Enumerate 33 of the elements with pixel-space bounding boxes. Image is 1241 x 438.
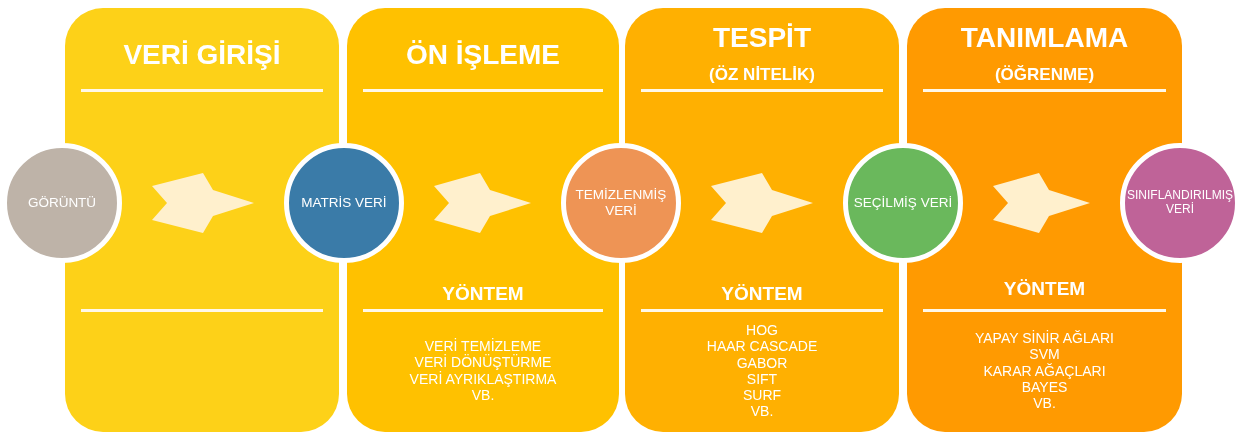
- list-item: VB.: [750, 403, 774, 420]
- chevron-arrow: [711, 173, 813, 233]
- list-item: YAPAY SİNİR AĞLARI: [975, 330, 1114, 347]
- panel-title: TESPİT: [713, 22, 811, 54]
- node-label: SINIFLANDIRILMIŞ VERİ: [1127, 189, 1233, 217]
- list-item: GABOR: [736, 354, 788, 371]
- list-item: VB.: [1033, 395, 1056, 412]
- panel-subtitle: (ÖĞRENME): [994, 65, 1095, 85]
- section-heading: YÖNTEM: [1003, 278, 1086, 300]
- list-item: SURF: [742, 387, 782, 404]
- section-heading: YÖNTEM: [721, 283, 803, 305]
- list-item: VB.: [471, 387, 495, 404]
- chevron-arrow: [993, 173, 1090, 233]
- node-label: TEMİZLENMİŞ VERİ: [574, 187, 668, 219]
- section-heading: YÖNTEM: [442, 283, 524, 305]
- node-label: GÖRÜNTÜ: [27, 195, 97, 211]
- list-item: BAYES: [1021, 379, 1068, 396]
- node-label: SEÇİLMİŞ VERİ: [853, 195, 953, 211]
- panel-title: ÖN İŞLEME: [406, 39, 560, 71]
- list-item: SVM: [1029, 346, 1060, 363]
- list-item: HAAR CASCADE: [706, 338, 818, 355]
- list-item: VERİ DÖNÜŞTÜRME: [414, 354, 552, 371]
- list-item: SIFT: [746, 371, 778, 388]
- panel-title: TANIMLAMA: [960, 22, 1129, 54]
- chevron-arrow: [434, 173, 531, 233]
- panel-title: VERİ GİRİŞİ: [123, 39, 281, 71]
- node-label: MATRİS VERİ: [301, 195, 387, 211]
- list-item: VERİ AYRIKLAŞTIRMA: [409, 371, 557, 388]
- list-item: KARAR AĞAÇLARI: [983, 362, 1106, 380]
- panel-subtitle: (ÖZ NİTELİK): [709, 65, 815, 85]
- list-item: HOG: [746, 322, 778, 339]
- chevron-arrow: [152, 173, 254, 233]
- list-item: VERİ TEMİZLEME: [424, 338, 542, 355]
